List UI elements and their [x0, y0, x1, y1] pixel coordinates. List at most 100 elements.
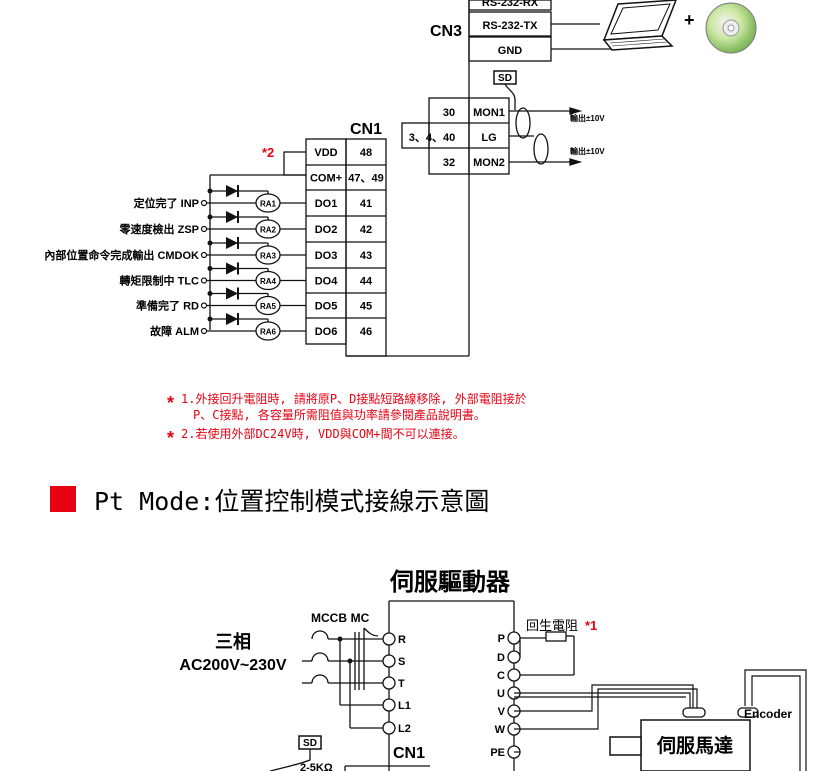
note-text: 2.若使用外部DC24V時, VDD與COM+間不可以連接。 [181, 426, 465, 441]
relay-label: RA1 [260, 200, 277, 209]
terminal-dot [200, 251, 208, 259]
laptop-icon [602, 0, 677, 51]
junction-dot [207, 240, 213, 246]
pot-label: 2-5KΩ [300, 762, 333, 771]
terminal-dot [382, 632, 396, 646]
section-title-marker [50, 486, 76, 512]
junction-dot [207, 188, 213, 194]
relay-label: RA5 [260, 302, 277, 311]
cd-disc-icon [705, 2, 757, 54]
terminal-dot [200, 327, 208, 335]
motor-terminal-label: P [498, 633, 505, 645]
io-description: 內部位置命令完成輸出 CMDOK [44, 248, 199, 262]
io-pin-3: 42 [360, 224, 372, 236]
motor-terminal-label: V [498, 706, 506, 718]
mon-pin-lg: 3、4、40 [409, 132, 455, 144]
diode-icon [226, 185, 238, 197]
motor-terminal-label: U [497, 688, 505, 700]
terminal-dot [200, 302, 208, 309]
power-terminal-label: R [398, 634, 406, 646]
io-signal-do3: DO3 [315, 250, 338, 262]
mon-terminal-block [401, 83, 583, 175]
terminal-dot [200, 225, 208, 233]
terminal-dot [200, 199, 208, 207]
io-pin-4: 43 [360, 250, 372, 262]
notes: *1.外接回升電阻時, 請將原P、D接點短路線移除, 外部電阻接於P、C接點, … [167, 391, 527, 448]
motor-label: 伺服馬達 [656, 734, 733, 757]
power-wiring [302, 627, 389, 729]
io-signal-complus: COM+ [310, 173, 342, 185]
note-text: P、C接點, 各容量所需阻值與功率請參閱產品說明書。 [193, 407, 486, 422]
terminal-dot [507, 650, 521, 664]
note-star: * [167, 393, 174, 413]
note-star: * [167, 428, 174, 448]
io-signal-do5: DO5 [315, 301, 338, 313]
io-description: 準備完了 RD [136, 299, 199, 313]
power-terminal-label: L2 [398, 723, 411, 735]
io-pin-6: 45 [360, 301, 372, 313]
cn3-label: CN3 [430, 23, 462, 40]
terminal-dot [507, 668, 521, 682]
mon-name-lg: LG [481, 132, 496, 144]
pt-sd-label: SD [303, 738, 317, 749]
cn3-row-gnd: GND [498, 45, 523, 57]
relay-label: RA3 [260, 252, 277, 261]
sd-label: SD [498, 73, 512, 84]
pt-cn1-label: CN1 [393, 745, 425, 762]
io-signal-do1: DO1 [315, 198, 338, 210]
terminal-dot [200, 277, 208, 284]
io-pin-0: 48 [360, 147, 372, 159]
encoder-label: Encoder [744, 707, 792, 721]
power-voltage: AC200V~230V [179, 657, 287, 674]
section-title: Pt Mode:位置控制模式接線示意圖 [94, 487, 489, 516]
power-terminal-label: S [398, 656, 405, 668]
cn1-io-block [209, 138, 469, 357]
junction-dot [207, 214, 213, 220]
regen-mark: *1 [585, 618, 597, 633]
io-pin-1: 47、49 [348, 173, 383, 185]
junction-dot [207, 291, 213, 296]
power-terminal-label: T [398, 678, 405, 690]
regen-resistor [514, 631, 575, 676]
motor-connectors [682, 707, 759, 718]
mon-pin-32: 32 [443, 157, 455, 169]
io-signal-vdd: VDD [314, 147, 337, 159]
io-description: 零速度檢出 ZSP [119, 222, 199, 236]
mon1-output-label: 輸出±10V [570, 113, 605, 123]
motor-terminal-label: D [497, 652, 505, 664]
terminal-dot [382, 654, 396, 668]
note-mark-2: *2 [262, 145, 274, 160]
motor-terminal-label: W [495, 724, 506, 736]
io-description: 定位完了 INP [134, 196, 199, 210]
regen-label: 回生電阻 [526, 618, 578, 633]
cn1-label: CN1 [350, 121, 382, 138]
mc-label: MC [351, 611, 370, 625]
mon2-output-label: 輸出±10V [570, 146, 605, 156]
mccb-label: MCCB [311, 611, 347, 625]
terminal-dot [382, 721, 396, 735]
io-description: 轉矩限制中 TLC [120, 274, 199, 288]
diode-icon [226, 287, 238, 300]
motor-terminal-label: C [497, 670, 505, 682]
pt-cn1-wiring [269, 749, 430, 771]
servo-motor [609, 719, 751, 771]
terminal-dot [507, 631, 521, 645]
diode-icon [226, 237, 238, 249]
motor-wiring [514, 669, 807, 771]
mon-name-mon2: MON2 [473, 157, 505, 169]
io-signal-do6: DO6 [315, 326, 338, 338]
junction-dot [207, 316, 213, 322]
power-terminal-label: L1 [398, 700, 411, 712]
io-description: 故障 ALM [150, 324, 199, 338]
io-signal-do4: DO4 [315, 276, 339, 288]
io-pin-7: 46 [360, 326, 372, 338]
mon-name-mon1: MON1 [473, 107, 505, 119]
plus-icon: + [684, 10, 695, 30]
motor-terminal-label: PE [490, 747, 505, 759]
power-dots [337, 636, 353, 664]
power-phase: 三相 [215, 632, 251, 652]
cn3-row-rx: RS-232-RX [482, 0, 539, 9]
